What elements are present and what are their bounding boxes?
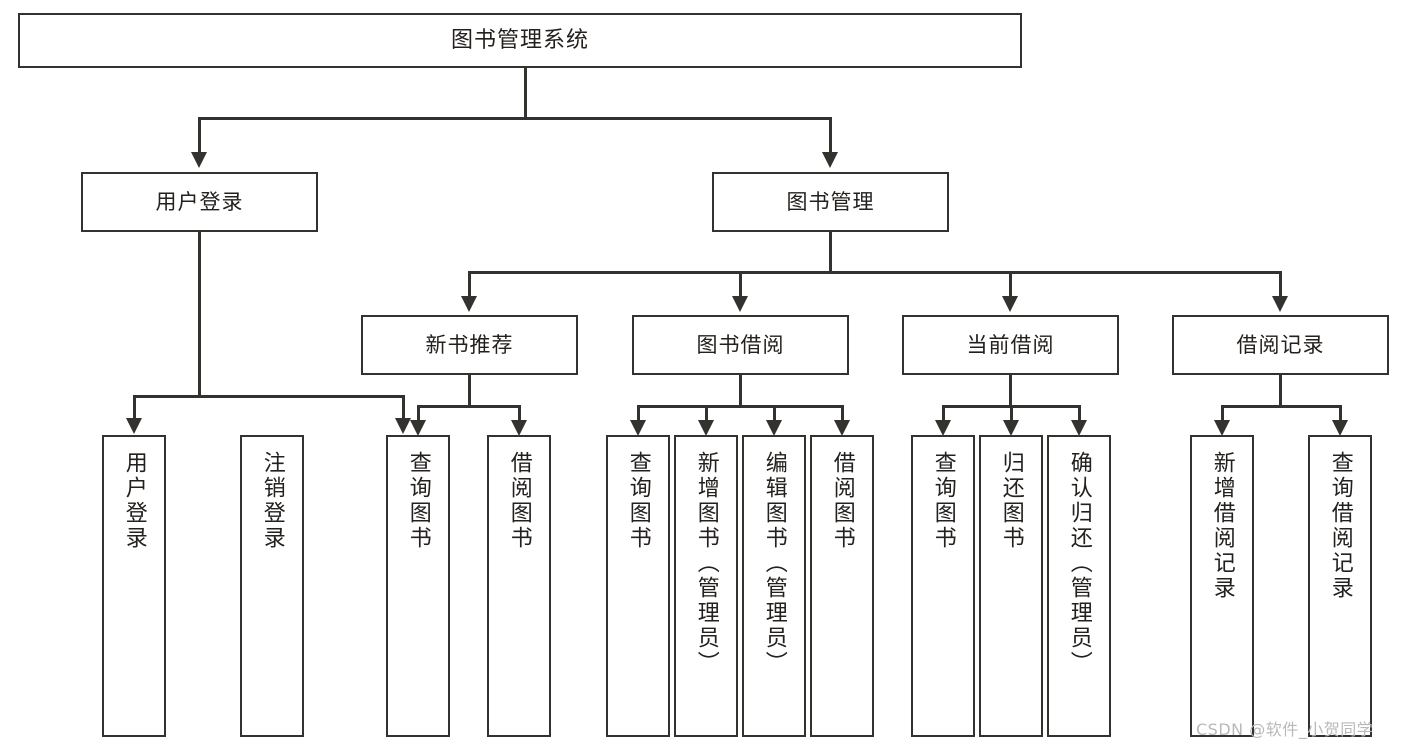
leaf-current-borrow-return[interactable]: 归还图书	[979, 435, 1043, 737]
arrowhead-bb-leaf-2	[698, 420, 714, 436]
connector-book-borrow-bar	[637, 405, 844, 408]
connector-new-book-bar	[417, 405, 521, 408]
connector-bm-to-current-borrow	[1009, 271, 1012, 298]
connector-bb-leaf-4	[841, 405, 844, 422]
connector-book-management-bar	[468, 271, 1282, 274]
node-label: 借阅记录	[1236, 332, 1325, 357]
leaf-new-book-query[interactable]: 查询图书	[386, 435, 450, 737]
node-label: 图书管理系统	[450, 27, 589, 53]
node-label: 新书推荐	[425, 332, 514, 357]
leaf-current-borrow-query[interactable]: 查询图书	[911, 435, 975, 737]
node-label: 归还图书	[998, 451, 1024, 551]
node-root-book-management-system[interactable]: 图书管理系统	[18, 13, 1022, 68]
node-book-borrow[interactable]: 图书借阅	[632, 315, 849, 375]
connector-bm-to-borrow-record	[1279, 271, 1282, 298]
node-label: 编辑图书（管理员）	[761, 451, 787, 676]
node-label: 查询图书	[625, 451, 651, 551]
connector-borrow-record-bar	[1221, 405, 1341, 408]
leaf-book-borrow-query[interactable]: 查询图书	[606, 435, 670, 737]
connector-cb-leaf-3	[1078, 405, 1081, 422]
connector-user-login-bar	[133, 395, 405, 398]
connector-bm-to-new-book	[468, 271, 471, 298]
leaf-user-login-logout[interactable]: 注销登录	[240, 435, 304, 737]
connector-user-login-stem	[198, 232, 201, 395]
arrowhead-cb-leaf-1	[935, 420, 951, 436]
connector-bb-leaf-3	[773, 405, 776, 422]
node-label: 注销登录	[259, 451, 285, 551]
arrowhead-nb-leaf-1	[410, 420, 426, 436]
connector-br-leaf-2	[1339, 405, 1342, 422]
node-label: 查询借阅记录	[1327, 451, 1353, 601]
node-user-login[interactable]: 用户登录	[81, 172, 318, 232]
node-current-borrow[interactable]: 当前借阅	[902, 315, 1119, 375]
arrowhead-nb-leaf-2	[511, 420, 527, 436]
connector-bb-leaf-1	[637, 405, 640, 422]
arrowhead-root-to-book-management	[822, 152, 838, 168]
connector-nb-leaf-1	[417, 405, 420, 422]
arrowhead-cb-leaf-3	[1071, 420, 1087, 436]
leaf-current-borrow-confirm-return[interactable]: 确认归还（管理员）	[1047, 435, 1111, 737]
arrowhead-bm-to-new-book	[461, 296, 477, 312]
node-label: 新增图书（管理员）	[693, 451, 719, 676]
leaf-borrow-record-add[interactable]: 新增借阅记录	[1190, 435, 1254, 737]
arrowhead-bm-to-book-borrow	[732, 296, 748, 312]
connector-book-borrow-stem	[739, 375, 742, 405]
connector-current-borrow-stem	[1009, 375, 1012, 405]
node-book-management[interactable]: 图书管理	[712, 172, 949, 232]
connector-user-login-to-leaf-2	[402, 395, 405, 420]
connector-br-leaf-1	[1221, 405, 1224, 422]
arrowhead-bm-to-current-borrow	[1002, 296, 1018, 312]
leaf-new-book-borrow[interactable]: 借阅图书	[487, 435, 551, 737]
arrowhead-user-login-leaf-2	[395, 418, 411, 434]
connector-root-to-book-management	[829, 117, 832, 154]
node-new-book-recommend[interactable]: 新书推荐	[361, 315, 578, 375]
leaf-book-borrow-edit[interactable]: 编辑图书（管理员）	[742, 435, 806, 737]
leaf-borrow-record-query[interactable]: 查询借阅记录	[1308, 435, 1372, 737]
node-label: 新增借阅记录	[1209, 451, 1235, 601]
leaf-user-login-login[interactable]: 用户登录	[102, 435, 166, 737]
node-label: 用户登录	[121, 451, 147, 551]
connector-bm-to-book-borrow	[739, 271, 742, 298]
connector-root-to-user-login	[198, 117, 201, 154]
arrowhead-bm-to-borrow-record	[1272, 296, 1288, 312]
leaf-book-borrow-add[interactable]: 新增图书（管理员）	[674, 435, 738, 737]
arrowhead-br-leaf-1	[1214, 420, 1230, 436]
node-label: 借阅图书	[829, 451, 855, 551]
connector-user-login-to-leaf-1	[133, 395, 136, 420]
connector-nb-leaf-2	[518, 405, 521, 422]
node-label: 借阅图书	[506, 451, 532, 551]
connector-book-management-stem	[829, 232, 832, 271]
node-label: 图书管理	[786, 189, 875, 214]
connector-cb-leaf-1	[942, 405, 945, 422]
connector-root-bar	[198, 117, 832, 120]
arrowhead-bb-leaf-3	[766, 420, 782, 436]
node-label: 查询图书	[930, 451, 956, 551]
leaf-book-borrow-borrow[interactable]: 借阅图书	[810, 435, 874, 737]
node-label: 当前借阅	[966, 332, 1055, 357]
arrowhead-cb-leaf-2	[1003, 420, 1019, 436]
node-label: 查询图书	[405, 451, 431, 551]
csdn-watermark: CSDN @软件_小贺同学	[1196, 720, 1374, 739]
connector-new-book-stem	[468, 375, 471, 405]
connector-cb-leaf-2	[1010, 405, 1013, 422]
node-label: 确认归还（管理员）	[1066, 451, 1092, 676]
connector-root-stem	[524, 68, 527, 117]
arrowhead-br-leaf-2	[1332, 420, 1348, 436]
node-label: 用户登录	[155, 189, 244, 214]
connector-bb-leaf-2	[705, 405, 708, 422]
arrowhead-user-login-leaf-1	[126, 418, 142, 434]
node-label: 图书借阅	[696, 332, 785, 357]
node-borrow-record[interactable]: 借阅记录	[1172, 315, 1389, 375]
connector-borrow-record-stem	[1279, 375, 1282, 405]
arrowhead-root-to-user-login	[191, 152, 207, 168]
arrowhead-bb-leaf-1	[630, 420, 646, 436]
arrowhead-bb-leaf-4	[834, 420, 850, 436]
